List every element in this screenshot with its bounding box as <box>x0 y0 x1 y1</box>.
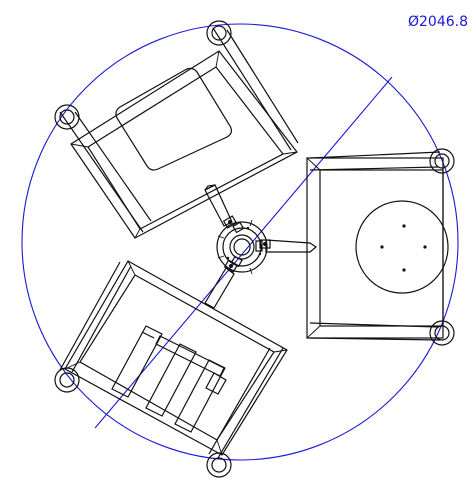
gripper-clamp <box>259 239 271 249</box>
center-indexer <box>204 184 318 309</box>
work-table <box>70 50 298 239</box>
work-table <box>64 260 288 456</box>
gripper-clamp <box>222 215 238 229</box>
indexer-arm <box>265 239 318 253</box>
right-station <box>306 148 455 346</box>
diameter-dimension-label: Ø2046.8 <box>407 14 468 30</box>
bar-fixture <box>111 325 227 433</box>
hub-outer <box>216 221 268 273</box>
rail-roller <box>429 320 455 346</box>
diameter-dimension-line <box>94 76 393 429</box>
rail-roller <box>54 104 80 130</box>
table-pocket <box>115 67 233 171</box>
lower-left-station <box>54 260 288 478</box>
rail-roller <box>429 148 455 174</box>
rail-roller <box>54 367 80 393</box>
indexer-arm <box>204 184 233 227</box>
work-table <box>306 157 444 339</box>
indexer-arm <box>204 267 235 309</box>
outer-diameter-circle <box>21 23 459 461</box>
rail-roller <box>206 20 232 46</box>
upper-left-station <box>54 20 299 239</box>
round-fixture <box>355 200 449 294</box>
gripper-clamp <box>223 259 239 273</box>
